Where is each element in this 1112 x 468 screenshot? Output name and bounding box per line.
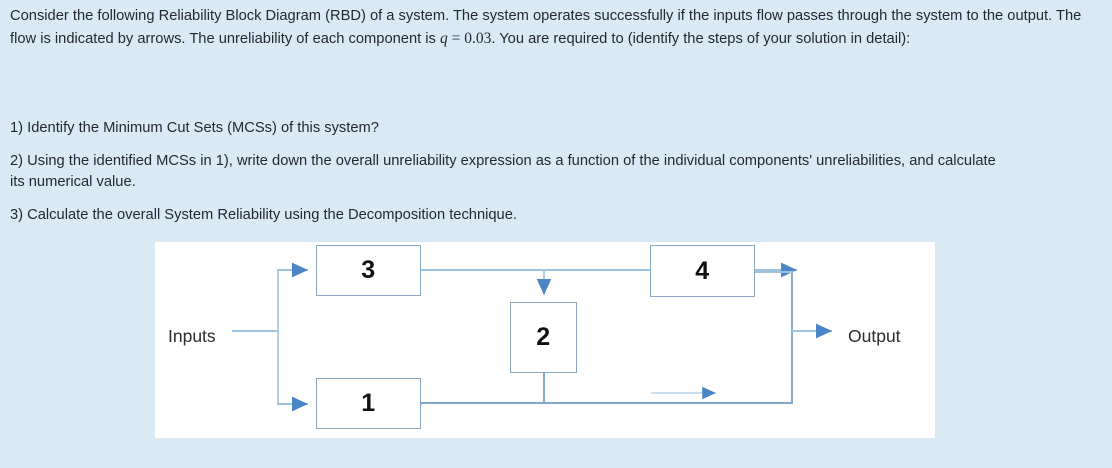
inputs-label: Inputs [168,326,216,346]
question-list: 1) Identify the Minimum Cut Sets (MCSs) … [10,118,1010,226]
unreliability-value: 0.03 [464,29,492,47]
block-2[interactable]: 2 [510,302,577,373]
block-4[interactable]: 4 [650,245,755,297]
unreliability-equals: = [447,29,465,47]
reliability-block-diagram: 3 1 2 4 Inputs Output [155,242,935,438]
question-item-1: 1) Identify the Minimum Cut Sets (MCSs) … [10,120,379,136]
block-3[interactable]: 3 [316,245,421,296]
block-1[interactable]: 1 [316,378,421,429]
problem-statement-part2: . You are required to (identify the step… [491,30,911,47]
question-item-2: 2) Using the identified MCSs in 1), writ… [10,152,996,191]
diagram-connectors [232,262,833,412]
output-label: Output [848,326,901,346]
unreliability-symbol: q [439,29,448,47]
problem-statement: Consider the following Reliability Block… [10,6,1082,50]
question-item-3: 3) Calculate the overall System Reliabil… [10,206,517,223]
problem-statement-part1: Consider the following Reliability Block… [10,8,1082,47]
